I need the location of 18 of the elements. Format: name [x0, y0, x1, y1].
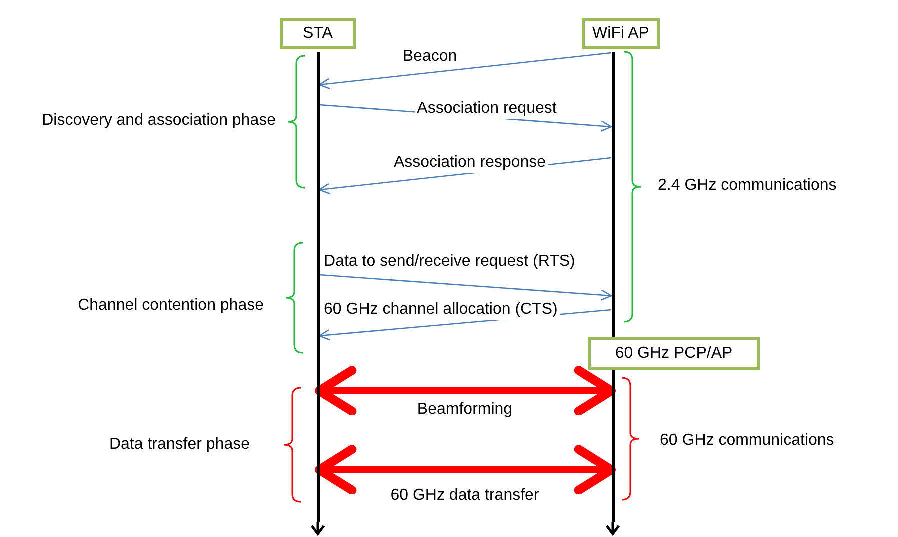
- participant-box: 60 GHz PCP/AP: [588, 337, 760, 370]
- arrow: [315, 366, 616, 416]
- phase-label: Discovery and association phase: [42, 111, 276, 131]
- participant-box: WiFi AP: [582, 18, 660, 49]
- arrow: [318, 52, 612, 90]
- arrow: [315, 445, 616, 495]
- phase-label: Data transfer phase: [109, 435, 250, 455]
- edge-label: Data to send/receive request (RTS): [322, 252, 578, 272]
- lifeline: [612, 52, 614, 522]
- phase-label: 2.4 GHz communications: [658, 176, 837, 196]
- phase-label: 60 GHz communications: [660, 431, 834, 451]
- edge-label: Association request: [415, 99, 559, 119]
- edge-label: Association response: [392, 153, 548, 173]
- edge-label: 60 GHz channel allocation (CTS): [322, 300, 560, 320]
- lifeline: [316, 52, 320, 522]
- participant-box: STA: [280, 18, 356, 49]
- arrow: [319, 274, 612, 301]
- phase-label: Channel contention phase: [78, 296, 264, 316]
